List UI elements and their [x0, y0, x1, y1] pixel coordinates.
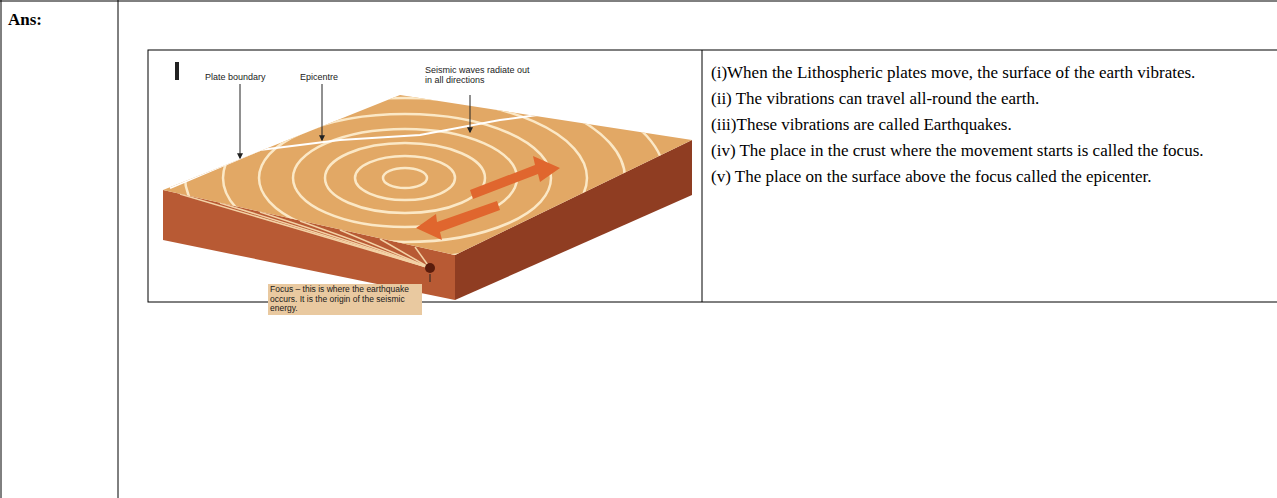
bar-mark: [175, 62, 179, 80]
wave-arrow: [416, 201, 500, 240]
focus-point: [425, 263, 435, 273]
block-top-face: [163, 95, 692, 255]
wave-arrow: [470, 156, 560, 199]
plate-boundary-line: [170, 112, 560, 188]
table-border: [0, 1, 1277, 2]
callout-label: Epicentre: [300, 72, 360, 82]
answer-point: (ii) The vibrations can travel all-round…: [711, 86, 1269, 111]
answer-point: (i)When the Lithospheric plates move, th…: [711, 60, 1269, 85]
seismic-rings: [145, 64, 665, 292]
answer-point: (iv) The place in the crust where the mo…: [711, 138, 1269, 163]
inner-table-divider: [702, 50, 703, 302]
callout-label: Seismic waves radiate out in all directi…: [425, 65, 530, 85]
answer-label: Ans:: [8, 10, 108, 30]
leader-line: [322, 84, 323, 140]
answer-point: (iii)These vibrations are called Earthqu…: [711, 112, 1269, 137]
leader-line: [430, 274, 431, 282]
leader-line: [240, 84, 241, 158]
callout-label: Plate boundary: [205, 72, 285, 82]
inner-table-border: [148, 50, 1277, 302]
leader-line: [470, 95, 471, 132]
callout-label: Focus – this is where the earthquake occ…: [268, 284, 422, 315]
table-border: [1, 0, 2, 498]
answer-point: (v) The place on the surface above the f…: [711, 164, 1269, 189]
table-border: [118, 0, 119, 498]
energy-rays: [180, 194, 430, 268]
